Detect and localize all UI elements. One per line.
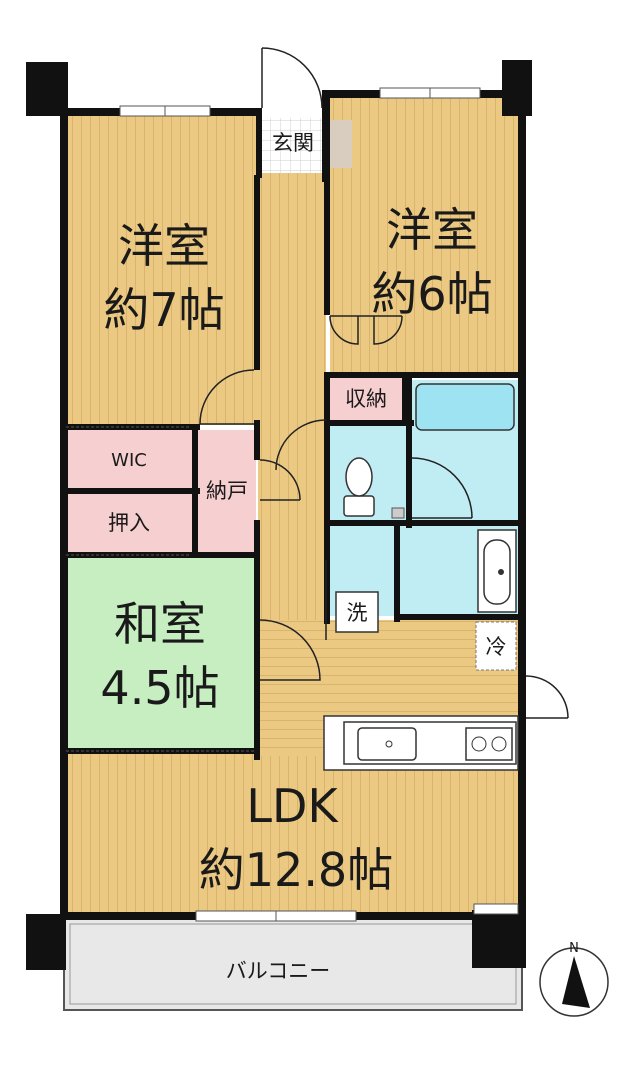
fixtures bbox=[323, 383, 519, 771]
labels: 洋室 約7帖 洋室 約6帖 和室 4.5帖 LDK 約12.8帖 玄関 収納 W… bbox=[100, 131, 506, 983]
storage-floor bbox=[330, 378, 402, 422]
washer-space bbox=[335, 591, 379, 633]
column-bottom-left bbox=[26, 914, 66, 970]
kitchen-counter bbox=[323, 715, 519, 771]
windows bbox=[119, 87, 519, 922]
column-bottom-right bbox=[472, 910, 526, 968]
floors bbox=[66, 95, 520, 914]
column-top-right bbox=[502, 60, 532, 116]
western-room-7-floor bbox=[66, 115, 258, 425]
toilet-icon bbox=[343, 457, 375, 517]
western-room-6-floor bbox=[330, 95, 520, 375]
stove-icon bbox=[465, 727, 513, 761]
western-room-7-name: 洋室 bbox=[118, 219, 210, 273]
balcony bbox=[63, 917, 523, 1011]
washer-label: 洗 bbox=[347, 601, 368, 625]
sink-icon bbox=[357, 727, 417, 761]
western-room-7-size: 約7帖 bbox=[103, 283, 224, 337]
balcony-label: バルコニー bbox=[226, 959, 331, 983]
compass: N bbox=[539, 941, 609, 1017]
fridge-space bbox=[475, 621, 517, 671]
wic-floor bbox=[66, 430, 192, 488]
japanese-room-size: 4.5帖 bbox=[100, 661, 219, 715]
washbasin-icon bbox=[477, 529, 517, 613]
wic-label: WIC bbox=[111, 450, 147, 471]
bathtub-icon bbox=[415, 383, 515, 431]
nando-floor bbox=[198, 430, 256, 552]
japanese-room-floor bbox=[66, 558, 260, 750]
corridor-floor bbox=[258, 170, 326, 470]
storage-label: 収納 bbox=[345, 387, 387, 411]
fridge-label: 冷 bbox=[486, 635, 507, 659]
sliding-tracks bbox=[66, 426, 256, 752]
ldk-name: LDK bbox=[246, 779, 339, 833]
ldk-size: 約12.8帖 bbox=[199, 843, 393, 897]
closet-label: 押入 bbox=[108, 511, 150, 535]
column-top-left bbox=[26, 62, 68, 116]
doors bbox=[199, 47, 569, 719]
closet-floor bbox=[66, 494, 192, 552]
compass-north-label: N bbox=[569, 941, 579, 956]
japanese-room-name: 和室 bbox=[114, 597, 206, 651]
entrance-label: 玄関 bbox=[272, 131, 314, 155]
western-room-6-size: 約6帖 bbox=[371, 267, 492, 321]
nando-label: 納戸 bbox=[206, 479, 248, 503]
entrance-floor bbox=[262, 118, 326, 173]
western-room-6-name: 洋室 bbox=[386, 203, 478, 257]
north-arrow-icon bbox=[562, 956, 590, 1008]
